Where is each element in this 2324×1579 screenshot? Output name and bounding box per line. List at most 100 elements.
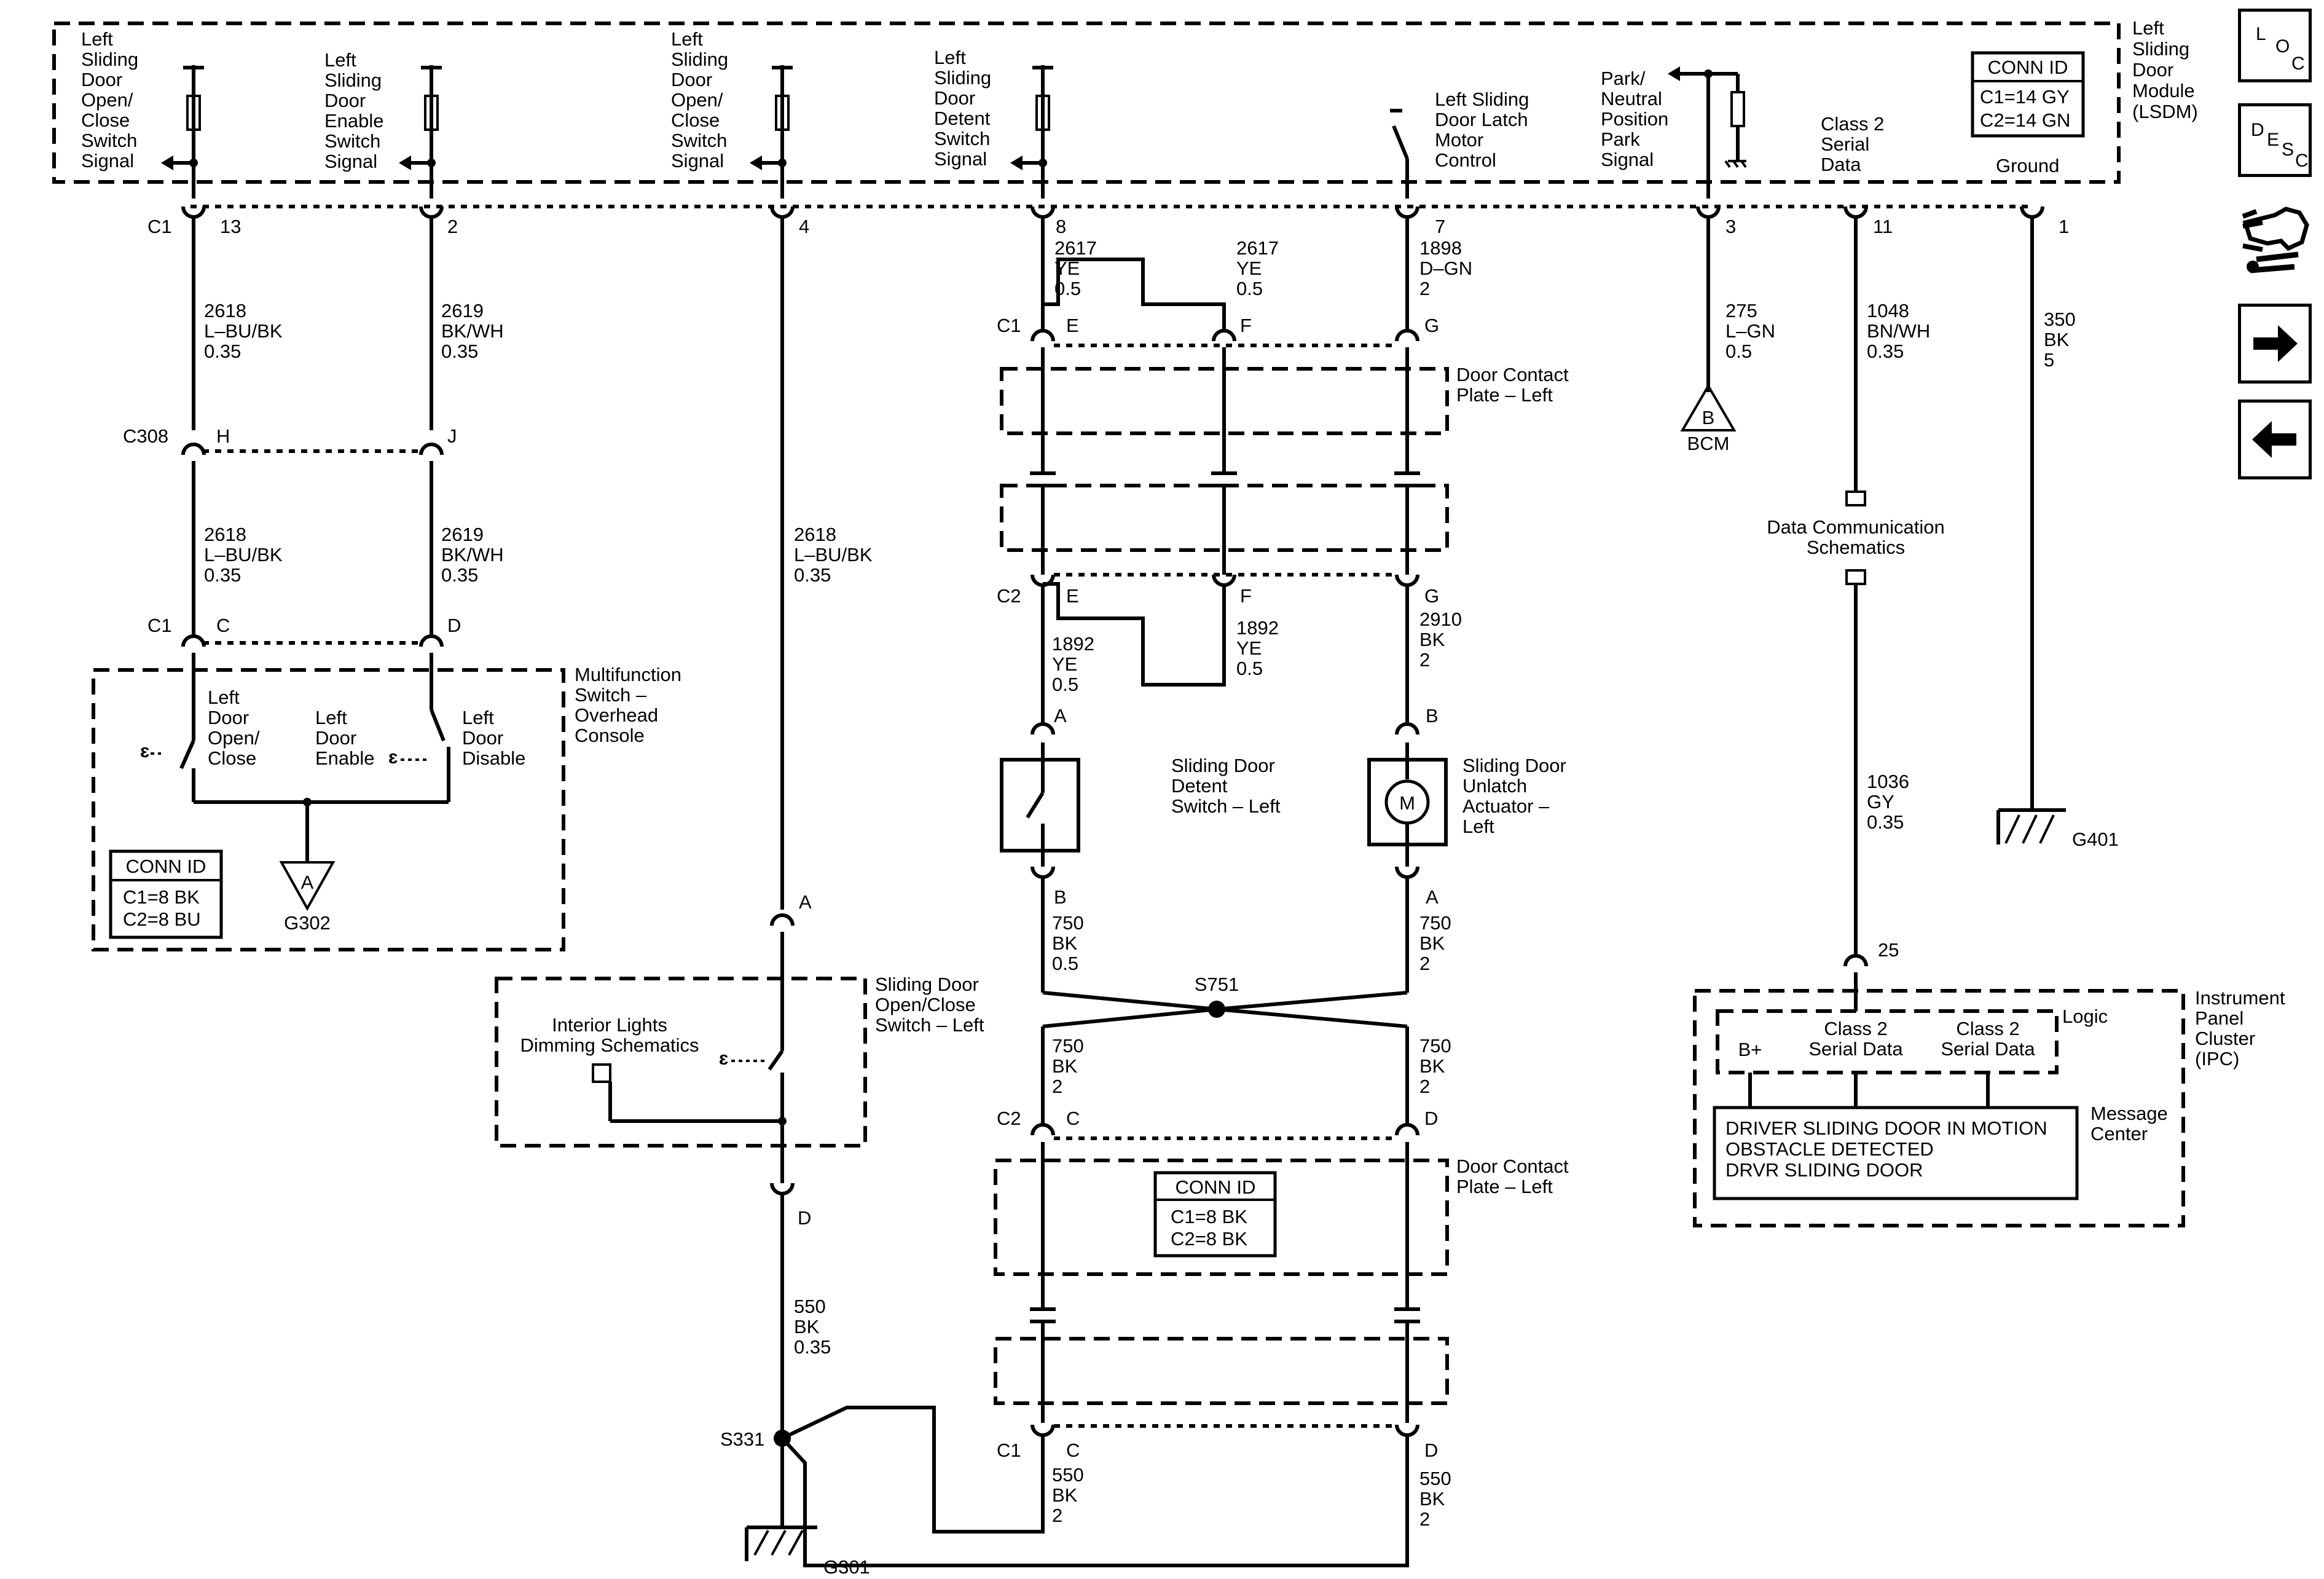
text-line: Sliding [81, 49, 138, 70]
text-line: Data Communication [1767, 516, 1944, 538]
text-line: Message [2090, 1103, 2168, 1124]
text-line: BK [1052, 1484, 1078, 1506]
text-line: Sliding [671, 49, 728, 70]
text-line: Switch [934, 128, 990, 149]
text-line: L–BU/BK [204, 320, 283, 342]
svg-text:A: A [799, 891, 812, 913]
svg-text:B: B [1702, 407, 1715, 428]
text-line: DRIVER SLIDING DOOR IN MOTION [1725, 1117, 2047, 1139]
text-line: 0.5 [1236, 658, 1263, 679]
text-line: Motor [1435, 129, 1483, 151]
text-line: Signal [1601, 149, 1654, 170]
text-line: DRVR SLIDING DOOR [1725, 1159, 1923, 1181]
svg-text:C: C [1066, 1439, 1080, 1461]
text-line: (IPC) [2195, 1048, 2239, 1069]
text-line: Switch – Left [1171, 795, 1281, 817]
description-button[interactable]: D E S C [2238, 103, 2312, 177]
text-line: Door Contact [1456, 1156, 1569, 1177]
text-line: L–GN [1725, 320, 1775, 342]
text-line: BK [1419, 932, 1445, 954]
text-line: BK [1419, 629, 1445, 650]
svg-text:C1: C1 [997, 1439, 1021, 1461]
text-line: BK [1052, 1055, 1078, 1077]
text-line: 2617 [1054, 237, 1097, 259]
text-line: Door [671, 69, 712, 90]
text-line: BK [794, 1316, 820, 1337]
text-line: Switch – [575, 684, 647, 706]
text-line: Sliding [2132, 38, 2189, 60]
text-line: Sliding [934, 67, 991, 89]
svg-text:C: C [1066, 1108, 1080, 1129]
text-line: Multifunction [575, 664, 681, 685]
text-line: BK [1419, 1488, 1445, 1510]
next-page-button[interactable] [2238, 304, 2312, 384]
svg-text:D: D [1424, 1439, 1438, 1461]
splice-s331: S331 G301 [720, 1406, 1409, 1578]
svg-text:D: D [1424, 1108, 1438, 1129]
text-line: Left [2132, 17, 2164, 39]
text-line: 0.35 [441, 564, 478, 586]
text-line: 2618 [794, 524, 836, 545]
svg-text:F: F [1240, 585, 1252, 607]
text-line: Control [1435, 149, 1496, 171]
text-line: 2617 [1236, 237, 1279, 259]
lsdm-conn-c1: C1=14 GY [1980, 86, 2070, 108]
svg-text:M: M [1399, 792, 1415, 814]
text-line: Overhead [575, 704, 658, 726]
svg-text:CONN ID: CONN ID [1176, 1176, 1256, 1198]
text-line: Class 2 [1824, 1018, 1887, 1039]
svg-text:ɛ: ɛ [719, 1047, 728, 1069]
text-line: Signal [81, 150, 134, 171]
text-line: Left [81, 28, 113, 50]
text-line: Left Sliding [1435, 89, 1529, 110]
text-line: Panel [2195, 1007, 2244, 1029]
location-button[interactable]: L O C [2238, 9, 2312, 82]
text-line: 0.35 [441, 341, 478, 362]
text-line: Signal [934, 148, 987, 170]
svg-text:E: E [1066, 315, 1079, 336]
wiring-harness-icon[interactable] [2238, 198, 2312, 281]
text-line: Interior Lights [552, 1014, 667, 1036]
svg-text:F: F [1240, 315, 1252, 336]
text-line: 550 [1419, 1468, 1451, 1489]
text-line: YE [1054, 258, 1080, 279]
text-line: Disable [462, 747, 525, 769]
text-line: Open/Close [875, 994, 976, 1015]
text-line: 1036 [1867, 771, 1909, 792]
svg-text:B: B [1054, 886, 1067, 908]
pin-1-num: 1 [2059, 216, 2069, 237]
previous-page-button[interactable] [2238, 400, 2312, 479]
text-line: Switch [81, 130, 137, 151]
text-line: Sliding Door [1462, 755, 1566, 776]
pin-1-column: Ground 1 [1996, 155, 2069, 237]
text-line: 2 [1419, 278, 1430, 299]
svg-text:C1: C1 [997, 315, 1021, 336]
text-line: 0.35 [1867, 341, 1904, 362]
